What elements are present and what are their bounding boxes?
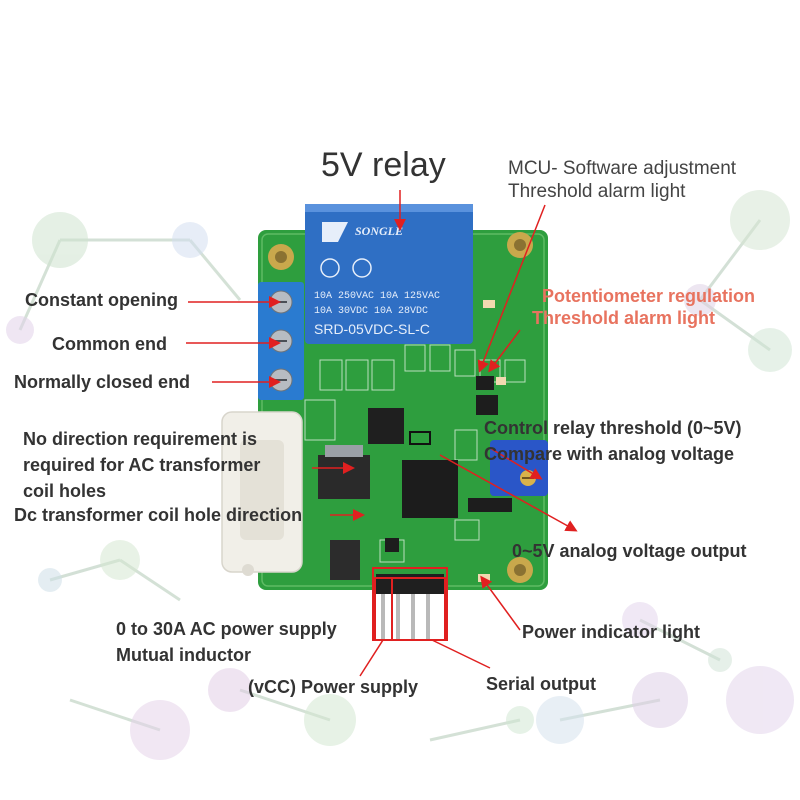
ac-coil-label: No direction requirement is required for… [23, 429, 261, 501]
common-end-label: Common end [52, 334, 167, 354]
relay-model-text: SRD-05VDC-SL-C [314, 321, 430, 337]
highlight-boxes [372, 567, 448, 641]
analog-output-label: 0~5V analog voltage output [512, 541, 747, 561]
serial-output-label: Serial output [486, 674, 597, 694]
relay-brand-text: SONGLE [355, 224, 403, 238]
certification-icon [352, 258, 372, 278]
pot-regulation-label: Potentiometer regulation Threshold alarm… [532, 286, 756, 328]
background-molecule-nodes [6, 190, 794, 760]
relay-title-label: 5V relay [321, 146, 446, 184]
normally-closed-label: Normally closed end [14, 372, 191, 392]
relay-rating-line-1: 10A 250VAC 10A 125VAC [314, 291, 440, 302]
constant-opening-label: Constant opening [25, 290, 178, 310]
current-transformer [221, 411, 303, 576]
ac-supply-label: 0 to 30A AC power supply Mutual inductor [116, 619, 337, 665]
control-threshold-label: Control relay threshold (0~5V) Compare w… [484, 418, 742, 464]
relay-rating-line-2: 10A 30VDC 10A 28VDC [314, 306, 428, 317]
relay-logo-icon [322, 222, 348, 242]
dc-coil-label: Dc transformer coil hole direction [14, 505, 303, 525]
header-pins [376, 574, 444, 640]
certification-icon [320, 258, 340, 278]
mcu-adjust-label: MCU- Software adjustment Threshold alarm… [508, 158, 737, 202]
relay-component: SONGLE 10A 250VAC 10A 125VAC 10A 30VDC 1… [305, 204, 473, 344]
vcc-supply-label: (vCC) Power supply [248, 677, 419, 697]
power-indicator-label: Power indicator light [522, 622, 701, 642]
ic-components [318, 376, 512, 580]
callout-arrows [186, 190, 578, 677]
